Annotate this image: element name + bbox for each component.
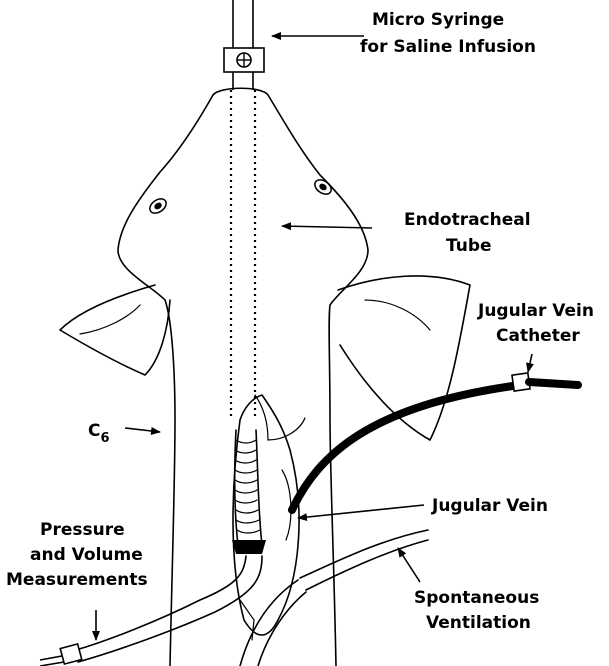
- catheter-arrow: [528, 354, 532, 372]
- micro-syringe-connector: [224, 0, 264, 90]
- jugular-catheter-label-line2: Catheter: [496, 326, 580, 346]
- spontaneous-arrow: [398, 548, 420, 582]
- jugular-catheter-label-line1: Jugular Vein: [477, 301, 594, 321]
- pressure-label-line1: Pressure: [40, 520, 125, 540]
- label-arrows: [96, 36, 532, 640]
- pressure-label-line2: and Volume: [30, 545, 143, 565]
- vein-arrow: [298, 505, 424, 518]
- endotracheal-label-line1: Endotracheal: [404, 210, 531, 230]
- jugular-vein-catheter: [292, 373, 578, 510]
- neck-incision: [233, 395, 299, 640]
- pressure-label-line3: Measurements: [6, 570, 148, 590]
- endotracheal-label-line2: Tube: [446, 236, 492, 256]
- spontaneous-label-line2: Ventilation: [426, 613, 531, 633]
- tube-arrow: [282, 226, 372, 228]
- spontaneous-label-line1: Spontaneous: [414, 588, 539, 608]
- micro-syringe-label-line2: for Saline Infusion: [360, 37, 536, 57]
- left-eye: [147, 196, 169, 216]
- micro-syringe-label-line1: Micro Syringe: [372, 10, 504, 30]
- right-eye: [312, 177, 334, 197]
- jugular-vein-label: Jugular Vein: [431, 496, 548, 516]
- c6-arrow: [125, 428, 160, 432]
- c6-main: C: [88, 421, 100, 441]
- c6-label: C6: [88, 421, 110, 446]
- endotracheal-tube: [231, 90, 255, 420]
- c6-subscript: 6: [100, 431, 109, 446]
